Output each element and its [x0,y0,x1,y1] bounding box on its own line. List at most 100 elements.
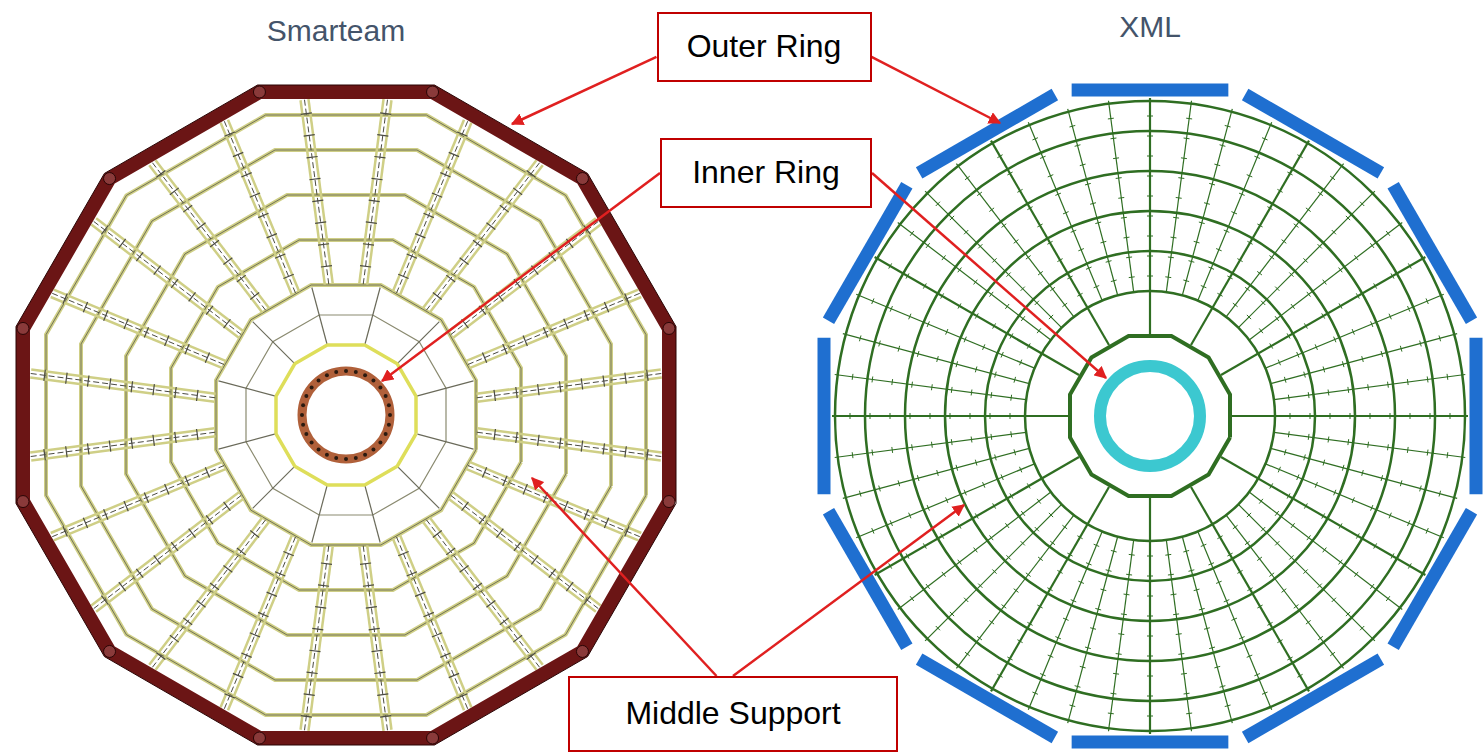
beam-rung [237,548,246,555]
radial-beam-core [31,432,215,456]
member-tick [1110,138,1116,140]
radial-member [843,448,1029,498]
beam-rung [369,200,380,201]
radial-member [875,257,1079,375]
ring-bolt [304,432,308,436]
beam-rung [153,435,154,446]
member-tick [1208,267,1214,269]
member-tick [1078,249,1084,251]
member-tick [1095,608,1101,610]
beam-rung [124,501,128,511]
beam-rung [309,650,320,651]
radial-beam [96,218,244,331]
ring-bolt [387,403,391,407]
outer-ring-segment [1245,95,1381,173]
radial-beam-core [477,373,661,397]
member-tick [983,482,985,488]
radial-member [1166,540,1191,731]
radial-beam [96,499,244,612]
member-tick [1001,474,1003,480]
member-tick [1173,613,1179,615]
beam-rung [460,566,469,573]
member-tick [956,465,958,471]
member-tick [1275,316,1279,321]
radial-beam [400,535,471,707]
beam-rung [625,446,626,457]
inner-ring [302,371,390,459]
member-tick [911,444,913,450]
member-tick [852,374,854,380]
member-tick [1048,175,1054,177]
beam-rung [165,336,169,346]
beam-rung [440,173,450,177]
radial-member [1028,531,1102,709]
member-tick [974,548,978,553]
beam-rung [523,336,527,346]
member-tick [1168,574,1174,576]
member-tick [1287,493,1290,498]
radial-member [1274,432,1465,457]
member-tick [1217,536,1222,539]
member-tick [1334,337,1336,343]
member-tick [1322,313,1325,318]
radial-beam-core [468,293,640,364]
beam-rung [460,258,469,265]
member-tick [1094,286,1100,288]
member-tick [1278,360,1280,366]
beam-rung [603,376,604,387]
member-tick [1259,328,1263,333]
member-tick [1178,177,1184,179]
radial-member [1221,457,1425,575]
beam-rung [104,310,108,320]
member-tick [1275,541,1279,545]
member-tick [1147,176,1153,177]
center-strut [417,434,473,449]
radial-beam [149,165,262,313]
member-tick [1330,413,1331,419]
radial-member [1198,122,1272,300]
outer-ring-segment [829,511,907,647]
member-tick [1077,536,1082,539]
support-ring-edge [46,115,646,715]
beam-rung [366,607,377,608]
member-tick [1370,413,1371,419]
beam-rung [584,596,591,605]
radial-member [856,294,1034,368]
member-tick [872,450,874,456]
member-tick [941,533,944,538]
member-tick [950,413,951,419]
beam-rung [189,292,196,301]
member-tick [1010,413,1011,419]
member-tick [1239,637,1245,639]
beam-rung [275,254,285,258]
member-tick [1014,589,1019,593]
member-tick [1387,382,1389,388]
beam-rung [250,293,259,300]
member-tick [1346,216,1350,220]
radial-member [1068,109,1118,295]
beam-rung [564,319,568,329]
radial-beam [400,123,471,295]
radial-member [1271,448,1457,498]
member-tick [1350,413,1351,419]
beam-rung [197,223,206,230]
member-tick [1290,413,1291,419]
member-tick [1408,306,1410,312]
ring-bolt [387,423,391,427]
member-tick [1308,392,1310,398]
member-tick [1035,527,1039,531]
radial-beam [477,377,661,401]
member-tick [1176,633,1182,635]
outer-ring-segment [1470,338,1483,495]
member-tick [1257,605,1262,608]
member-tick [1328,390,1330,396]
member-tick [946,329,948,335]
radial-beam [149,517,262,665]
leader-arrow [733,505,964,676]
radial-beam [51,297,223,368]
member-tick [1106,261,1112,263]
radial-beam-core [304,100,328,284]
member-tick [1356,533,1359,538]
leader-arrow [382,173,660,381]
radial-beam-core [224,121,295,293]
